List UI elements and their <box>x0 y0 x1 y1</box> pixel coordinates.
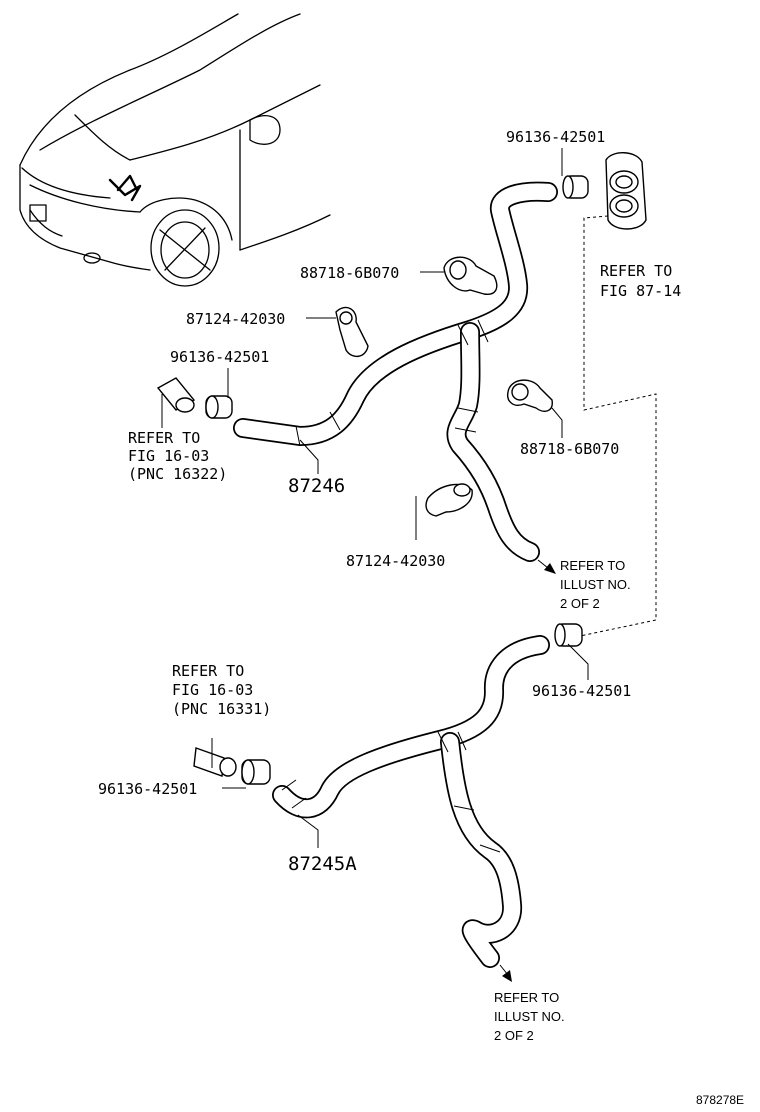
clamp-holder-lower-icon <box>425 483 473 517</box>
label-clip-upper-1: 88718-6B070 <box>300 264 399 282</box>
label-clamp-holder-lower: 87124-42030 <box>346 552 445 570</box>
hose-87245A <box>272 635 550 968</box>
arrow-upper-icon <box>537 559 556 574</box>
label-hose-lower: 87245A <box>288 853 357 875</box>
figure-id: 878278E <box>696 1093 744 1107</box>
ref-fig-16-03-a: REFER TO FIG 16-03 (PNC 16322) <box>128 429 227 483</box>
label-clamp-top: 96136-42501 <box>506 128 605 146</box>
label-clamp-left-upper: 96136-42501 <box>170 348 269 366</box>
hose-87246 <box>233 181 558 562</box>
ref-fig-16-03-b: REFER TO FIG 16-03 (PNC 16331) <box>172 662 271 718</box>
leader-lines <box>161 148 589 848</box>
label-clamp-holder-upper: 87124-42030 <box>186 310 285 328</box>
pipe-upper-icon <box>156 377 196 413</box>
clip-upper-1-icon <box>443 256 498 295</box>
dashed-reference-line <box>579 215 657 637</box>
clip-upper-2-icon <box>507 379 553 412</box>
grommet-icon <box>605 152 647 230</box>
label-hose-upper: 87246 <box>288 475 345 497</box>
vehicle-illustration <box>19 13 331 287</box>
pipe-lower-icon <box>193 747 237 777</box>
label-clamp-left-lower: 96136-42501 <box>98 780 197 798</box>
ref-fig-87-14: REFER TO FIG 87-14 <box>600 262 681 300</box>
label-clip-upper-2: 88718-6B070 <box>520 440 619 458</box>
clamp-top-icon <box>562 175 589 199</box>
clamp-holder-upper-icon <box>335 306 369 357</box>
clamp-left-lower-icon <box>241 759 271 785</box>
ref-illust-lower: REFER TO ILLUST NO. 2 OF 2 <box>494 990 568 1043</box>
clamp-left-upper-icon <box>205 395 233 419</box>
ref-illust-upper: REFER TO ILLUST NO. 2 OF 2 <box>560 558 634 611</box>
clamp-mid-right-icon <box>554 623 583 647</box>
arrow-lower-icon <box>499 964 512 982</box>
label-clamp-mid-right: 96136-42501 <box>532 682 631 700</box>
